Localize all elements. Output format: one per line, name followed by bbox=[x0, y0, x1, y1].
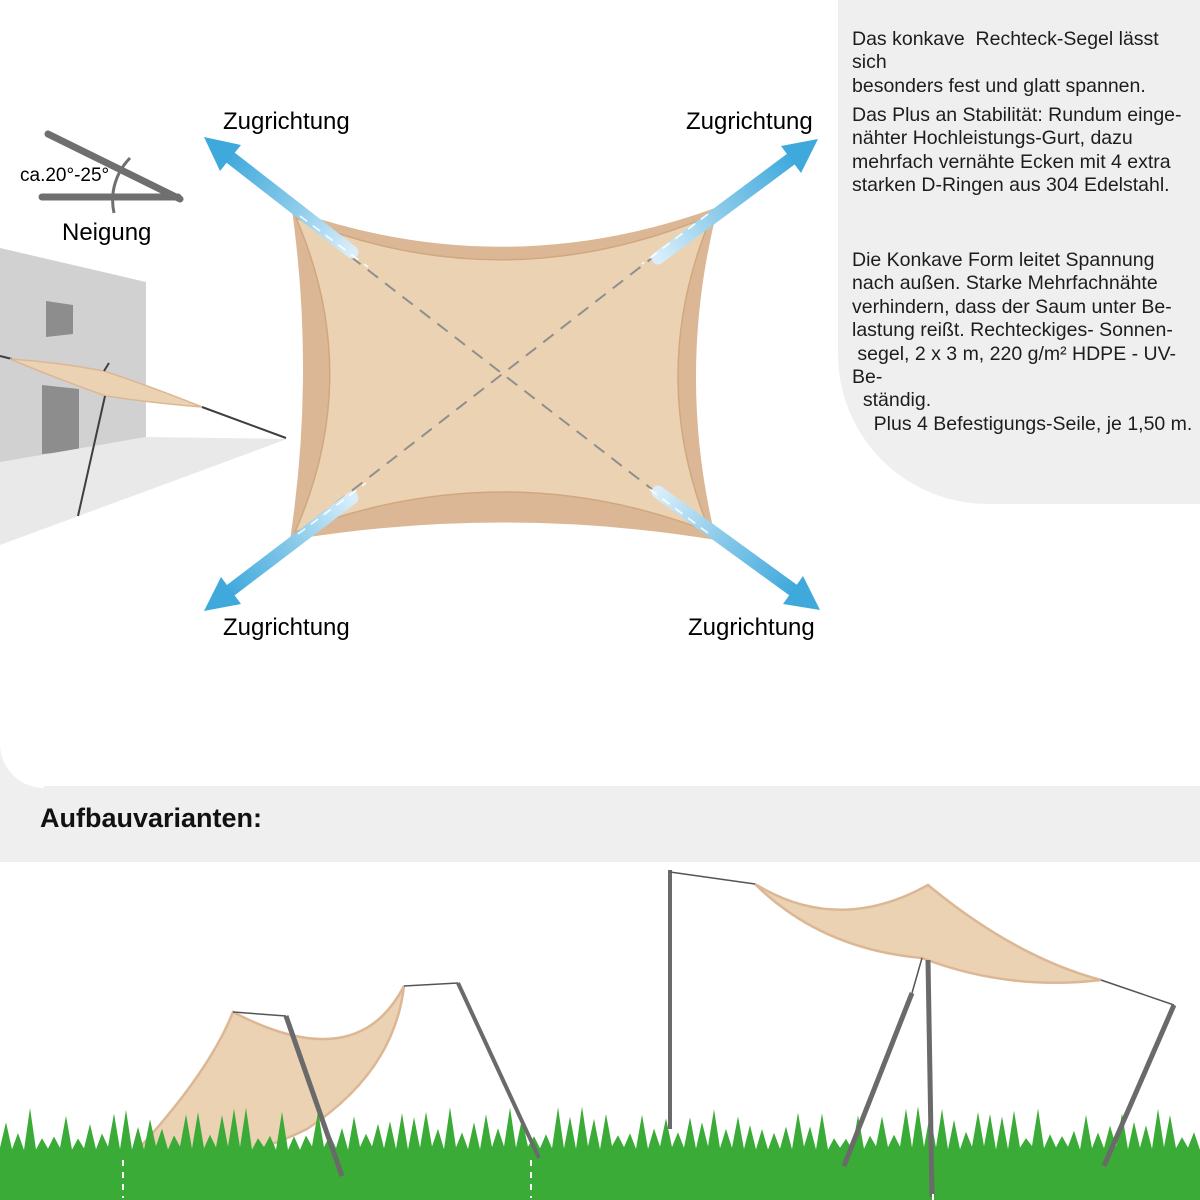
tail-dash bbox=[299, 215, 369, 268]
info-paragraph-1: Das konkave Rechteck-Segel lässt sich be… bbox=[852, 28, 1159, 97]
variant-right-stake-left bbox=[841, 992, 915, 1167]
pull-arrow-bottom-right bbox=[643, 484, 820, 610]
angle-diagram bbox=[38, 130, 184, 214]
variant-left-rope-2 bbox=[403, 982, 459, 987]
variant-right bbox=[754, 882, 1102, 984]
variant-right-guy-rope-left bbox=[911, 957, 923, 994]
rounded-corner-white bbox=[0, 744, 44, 788]
pull-label-top-left: Zugrichtung bbox=[223, 108, 350, 135]
house-anchor-rope bbox=[201, 406, 287, 439]
variant-left-sail bbox=[127, 985, 406, 1165]
variant-left-pole-2 bbox=[456, 982, 541, 1159]
house-sail-pole bbox=[77, 395, 106, 517]
arrow-head bbox=[783, 576, 820, 610]
angle-arc bbox=[111, 156, 132, 214]
arrow-head bbox=[204, 577, 241, 611]
arrow-head bbox=[781, 139, 818, 173]
pull-arrow-top-right bbox=[641, 139, 818, 265]
variant-right-stake-right bbox=[1101, 1004, 1177, 1167]
sail-diagram bbox=[290, 207, 718, 540]
pull-arrow-bottom-left bbox=[204, 482, 367, 611]
rounded-corner-notch bbox=[0, 744, 44, 788]
house-illustration bbox=[0, 248, 287, 545]
tail-dash bbox=[641, 213, 709, 265]
angle-diagonal-line bbox=[44, 130, 184, 203]
house-wall bbox=[0, 248, 146, 463]
angle-label: ca.20°-25° bbox=[20, 165, 110, 186]
variant-right-center-pole bbox=[925, 959, 935, 1198]
arrow-shaft bbox=[224, 151, 359, 259]
tail-dash bbox=[297, 482, 367, 535]
pull-label-bottom-right: Zugrichtung bbox=[688, 614, 815, 641]
info-paragraph-3: Die Konkave Form leitet Spannung nach au… bbox=[852, 249, 1193, 435]
arrow-head bbox=[204, 137, 241, 171]
variant-left-hardware bbox=[122, 982, 541, 1198]
house-ground bbox=[0, 437, 287, 545]
tail-dash bbox=[643, 484, 709, 534]
arrow-shaft bbox=[651, 485, 800, 597]
top-scene bbox=[0, 130, 820, 611]
info-paragraph-2: Das Plus an Stabilität: Rundum einge- nä… bbox=[852, 104, 1182, 197]
variant-right-mast-rope bbox=[669, 871, 756, 885]
variants-scene bbox=[0, 870, 1200, 1200]
variant-left bbox=[127, 985, 406, 1165]
variant-left-pole-1 bbox=[283, 1015, 345, 1177]
grass bbox=[0, 1106, 1200, 1200]
angle-caption: Neigung bbox=[62, 219, 152, 246]
variant-left-rope-1 bbox=[232, 1011, 287, 1017]
section-heading: Aufbauvarianten: bbox=[40, 803, 263, 833]
pull-label-bottom-left: Zugrichtung bbox=[223, 614, 350, 641]
variant-right-guy-rope-right bbox=[1100, 979, 1175, 1006]
pull-arrow-top-left bbox=[204, 137, 369, 268]
arrow-shaft bbox=[651, 152, 798, 265]
variant-right-sail bbox=[754, 882, 1102, 984]
house-window-upper bbox=[46, 301, 73, 337]
house-window-lower bbox=[42, 385, 79, 454]
info-panel: Das konkave Rechteck-Segel lässt sich be… bbox=[838, 0, 1200, 504]
arrow-shaft bbox=[224, 491, 359, 597]
house-sail-stub bbox=[103, 362, 110, 372]
variant-right-hardware bbox=[668, 870, 1177, 1200]
section-divider-band bbox=[0, 786, 1200, 862]
pull-label-top-right: Zugrichtung bbox=[686, 108, 813, 135]
